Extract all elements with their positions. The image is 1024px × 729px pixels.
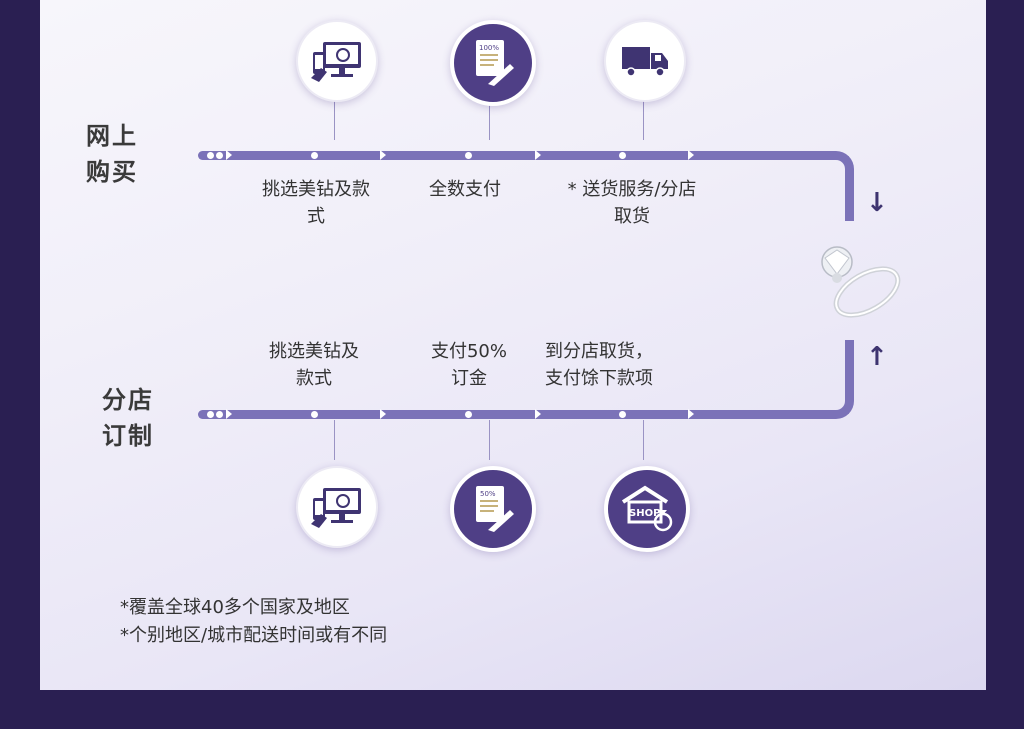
delivery-truck-icon <box>604 20 686 102</box>
document-payment-icon: 50% <box>450 466 536 552</box>
computer-phone-icon <box>296 20 378 102</box>
footnote-2: *个别地区/城市配送时间或有不同 <box>120 625 388 646</box>
online-purchase-label: 网上 购买 <box>82 118 142 190</box>
online-step-1-line2: 式 <box>307 206 325 227</box>
online-label-line2: 购买 <box>86 158 138 186</box>
store-step-3-line2: 支付馀下款项 <box>545 368 653 389</box>
store-step-2-line1: 支付50% <box>430 341 507 362</box>
store-step-3-line1: 到分店取货， <box>545 341 653 362</box>
connector-line <box>334 420 335 460</box>
shop-text: SHOP <box>629 508 660 519</box>
connector-line <box>643 100 644 140</box>
store-step-3-text: 到分店取货， 支付馀下款项 <box>545 338 681 392</box>
diamond-ring-image <box>805 236 905 356</box>
online-step-3-text: * 送货服务/分店 取货 <box>552 176 712 230</box>
doc-percent-text: 100% <box>479 44 499 52</box>
connector-line <box>643 420 644 460</box>
shop-ring-icon: SHOP <box>604 466 690 552</box>
store-custom-label: 分店 订制 <box>98 382 158 454</box>
connector-line <box>334 100 335 140</box>
store-label-line2: 订制 <box>102 422 154 450</box>
store-step-1-line1: 挑选美钻及 <box>269 341 359 362</box>
online-step-2-text: 全数支付 <box>410 176 520 203</box>
store-step-1-text: 挑选美钻及 款式 <box>254 338 374 392</box>
store-step-2-text: 支付50% 订金 <box>414 338 524 392</box>
online-step-3-line2: 取货 <box>614 206 650 227</box>
doc-percent-text: 50% <box>480 490 496 498</box>
online-step-2-line1: 全数支付 <box>429 179 501 200</box>
footnote-1: *覆盖全球40多个国家及地区 <box>120 597 350 618</box>
document-payment-icon: 100% <box>450 20 536 106</box>
online-step-1-line1: 挑选美钻及款 <box>262 179 370 200</box>
store-step-1-line2: 款式 <box>296 368 332 389</box>
process-panel <box>40 0 986 690</box>
computer-phone-icon <box>296 466 378 548</box>
footnotes: *覆盖全球40多个国家及地区 *个别地区/城市配送时间或有不同 <box>120 594 387 650</box>
store-label-line1: 分店 <box>102 386 154 414</box>
arrow-down-icon: ↓ <box>866 188 888 218</box>
online-step-1-text: 挑选美钻及款 式 <box>250 176 382 230</box>
connector-line <box>489 420 490 460</box>
arrow-up-icon: ↑ <box>866 342 888 372</box>
online-step-3-line1: * 送货服务/分店 <box>567 179 697 200</box>
connector-line <box>489 100 490 140</box>
store-step-2-line2: 订金 <box>451 368 487 389</box>
online-label-line1: 网上 <box>86 122 138 150</box>
